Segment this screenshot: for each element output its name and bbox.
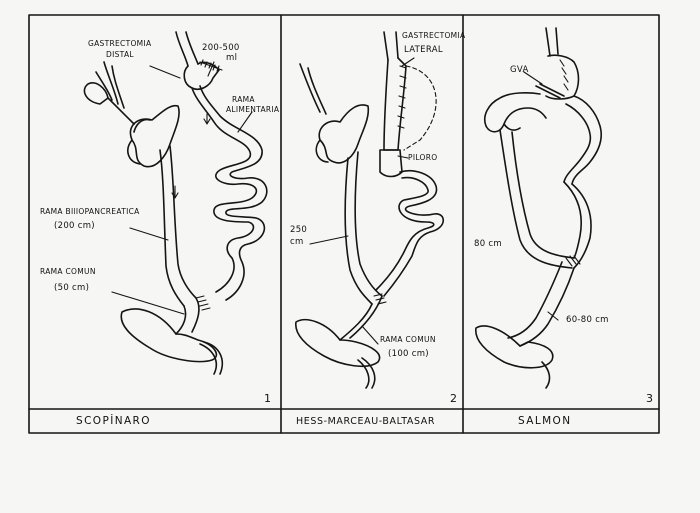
biliopancreatic-limb — [159, 149, 185, 307]
roux-limb-inner — [503, 123, 521, 131]
biliopancreatic-limb-inner — [169, 145, 197, 299]
label-gastrectomy-distal: GASTRECTOMIA — [88, 39, 152, 48]
panel-number-2: 2 — [450, 392, 457, 405]
sleeve-stomach — [383, 57, 407, 151]
anastomosis — [195, 295, 211, 311]
label-biliopancreatic: RAMA BIlIOPANCREATICA — [40, 207, 140, 216]
cecum — [295, 318, 381, 368]
figure-frame — [28, 14, 660, 434]
label-gva: GVA — [510, 65, 529, 75]
flow-arrow — [171, 113, 211, 199]
label-pylorus: PILORO — [408, 153, 437, 162]
esophagus — [545, 27, 559, 57]
panel-number-1: 1 — [264, 392, 271, 405]
biliopancreatic-limb — [344, 157, 373, 305]
caption-1: SCOPİNARO — [76, 414, 151, 427]
label-limb-length: 250 — [290, 225, 307, 235]
gastric-pouch — [183, 61, 220, 91]
limb-80cm-inner — [511, 131, 575, 259]
caption-2: HESS-MARCEAU-BALTASAR — [296, 416, 435, 427]
leader-lines — [111, 61, 253, 315]
leader-lines — [523, 71, 559, 321]
label-gastrectomy-lateral: GASTRECTOMIA — [402, 31, 466, 40]
panel-2 — [295, 31, 445, 389]
label-common-length: (100 cm) — [388, 349, 429, 359]
anastomosis — [565, 255, 581, 267]
alimentary-limb-inner — [375, 176, 435, 291]
biliopancreatic-limb-inner — [354, 151, 383, 297]
esophagus — [175, 31, 199, 67]
roux-limb — [484, 92, 547, 133]
alimentary-limb-inner — [199, 85, 268, 301]
label-common: RAMA COMUN — [40, 267, 96, 276]
label-volume: 200-500 — [202, 43, 240, 53]
label-alimentary: RAMA — [232, 95, 255, 104]
pancreas — [318, 104, 370, 164]
staple-line — [559, 59, 569, 91]
label-limb-60-80cm: 60-80 cm — [566, 315, 609, 325]
alimentary-limb — [383, 170, 445, 297]
bile-duct — [95, 61, 135, 125]
resected-line — [403, 65, 437, 151]
panel-1 — [83, 31, 268, 375]
label-volume-unit: ml — [226, 53, 237, 63]
cecum — [475, 325, 554, 369]
anastomosis — [373, 293, 387, 305]
gallbladder — [83, 82, 109, 105]
limb-80cm — [499, 129, 573, 269]
bile-duct — [299, 63, 327, 115]
pylorus — [379, 149, 403, 178]
label-common-length: (50 cm) — [54, 283, 89, 293]
duodenum-loop — [127, 118, 151, 165]
appendix — [199, 341, 224, 375]
label-alimentary-2: ALIMENTARIA — [226, 105, 280, 114]
label-gastrectomy-distal-2: DISTAL — [106, 50, 134, 59]
label-common: RAMA COMUN — [380, 335, 436, 344]
caption-3: SALMON — [518, 415, 571, 427]
gastric-pouch — [545, 54, 580, 100]
banded-outlet — [535, 83, 565, 99]
staple-line — [199, 59, 223, 72]
panel-number-3: 3 — [646, 392, 653, 405]
excluded-stomach — [571, 95, 603, 185]
panel-3 — [475, 27, 603, 389]
appendix — [541, 361, 551, 389]
excluded-stomach-inner — [563, 103, 592, 183]
leader-lines — [309, 57, 415, 345]
label-biliopancreatic-length: (200 cm) — [54, 221, 95, 231]
esophagus — [383, 31, 399, 61]
appendix — [357, 357, 376, 389]
common-channel — [175, 297, 200, 335]
label-limb-length-unit: cm — [290, 237, 304, 247]
right-limb — [563, 181, 592, 269]
staple-line — [397, 65, 407, 129]
cecum — [120, 308, 218, 363]
limb-60-80cm — [507, 261, 575, 347]
label-gastrectomy-lateral-2: LATERAL — [404, 45, 443, 55]
label-limb-80cm: 80 cm — [474, 239, 502, 249]
alimentary-limb — [191, 87, 258, 293]
common-channel — [339, 295, 383, 341]
duodenum-loop — [315, 139, 329, 163]
